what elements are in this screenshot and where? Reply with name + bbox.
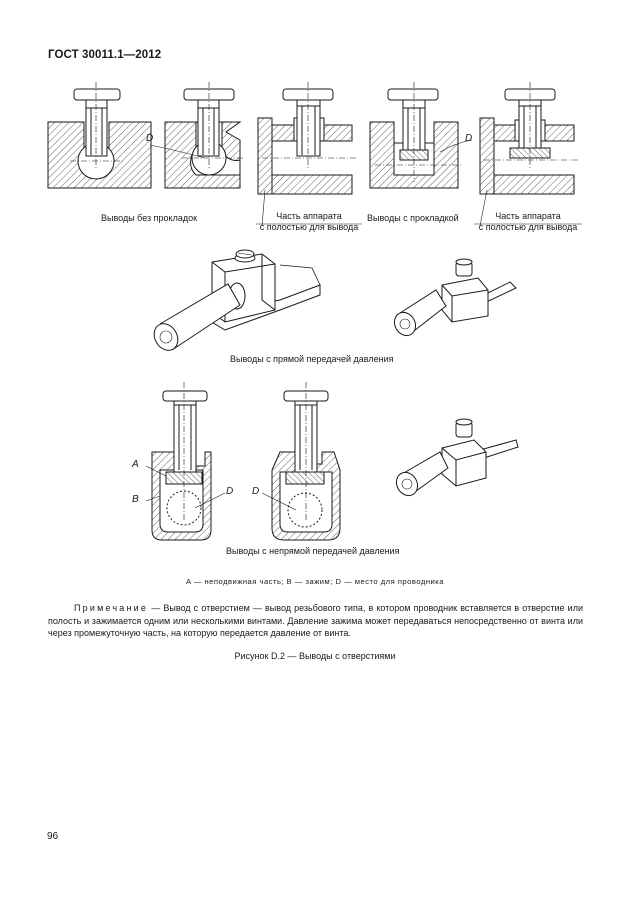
terminal-indirect-1 <box>145 382 226 541</box>
label-d-1: D <box>146 133 153 144</box>
label-without-washer: Выводы без прокладок <box>101 213 198 223</box>
page-number: 96 <box>47 831 59 842</box>
label-part-2-line1: Часть аппарата <box>495 211 561 221</box>
label-d-3: D <box>226 486 233 497</box>
terminals-drawing: D D A B D D <box>47 82 582 541</box>
terminal-no-washer-1 <box>47 82 152 189</box>
label-part-2-line2: с полостью для вывода <box>478 222 578 232</box>
document-header: ГОСТ 30011.1—2012 <box>48 49 162 61</box>
terminal-direct-large <box>153 249 321 351</box>
terminal-washer-1 <box>369 82 473 189</box>
caption-direct-pressure: Выводы с прямой передачей давления <box>230 354 394 364</box>
note-prefix: Примечание <box>74 603 149 613</box>
figure-caption: Рисунок D.2 — Выводы с отверстиями <box>234 651 396 661</box>
label-a: A <box>131 459 139 470</box>
label-with-washer: Выводы с прокладкой <box>367 213 459 223</box>
label-d-4: D <box>252 486 259 497</box>
terminal-channel-2 <box>479 82 578 227</box>
terminal-indirect-2 <box>261 382 341 541</box>
label-b: B <box>132 494 139 505</box>
terminal-channel-1 <box>257 82 356 227</box>
note-paragraph: Примечание — Вывод с отверстием — вывод … <box>48 602 583 640</box>
figure-legend: A — неподвижная часть; B — зажим; D — ме… <box>186 577 444 586</box>
label-part-1-line2: с полостью для вывода <box>259 222 359 232</box>
terminal-indirect-small <box>395 418 519 497</box>
label-d-2: D <box>465 133 472 144</box>
caption-indirect-pressure: Выводы с непрямой передачей давления <box>226 546 400 556</box>
terminal-direct-small <box>393 258 517 337</box>
terminal-no-washer-2 <box>149 82 245 189</box>
label-part-1-line1: Часть аппарата <box>276 211 342 221</box>
note-text: — Вывод с отверстием — вывод резьбового … <box>48 603 583 639</box>
